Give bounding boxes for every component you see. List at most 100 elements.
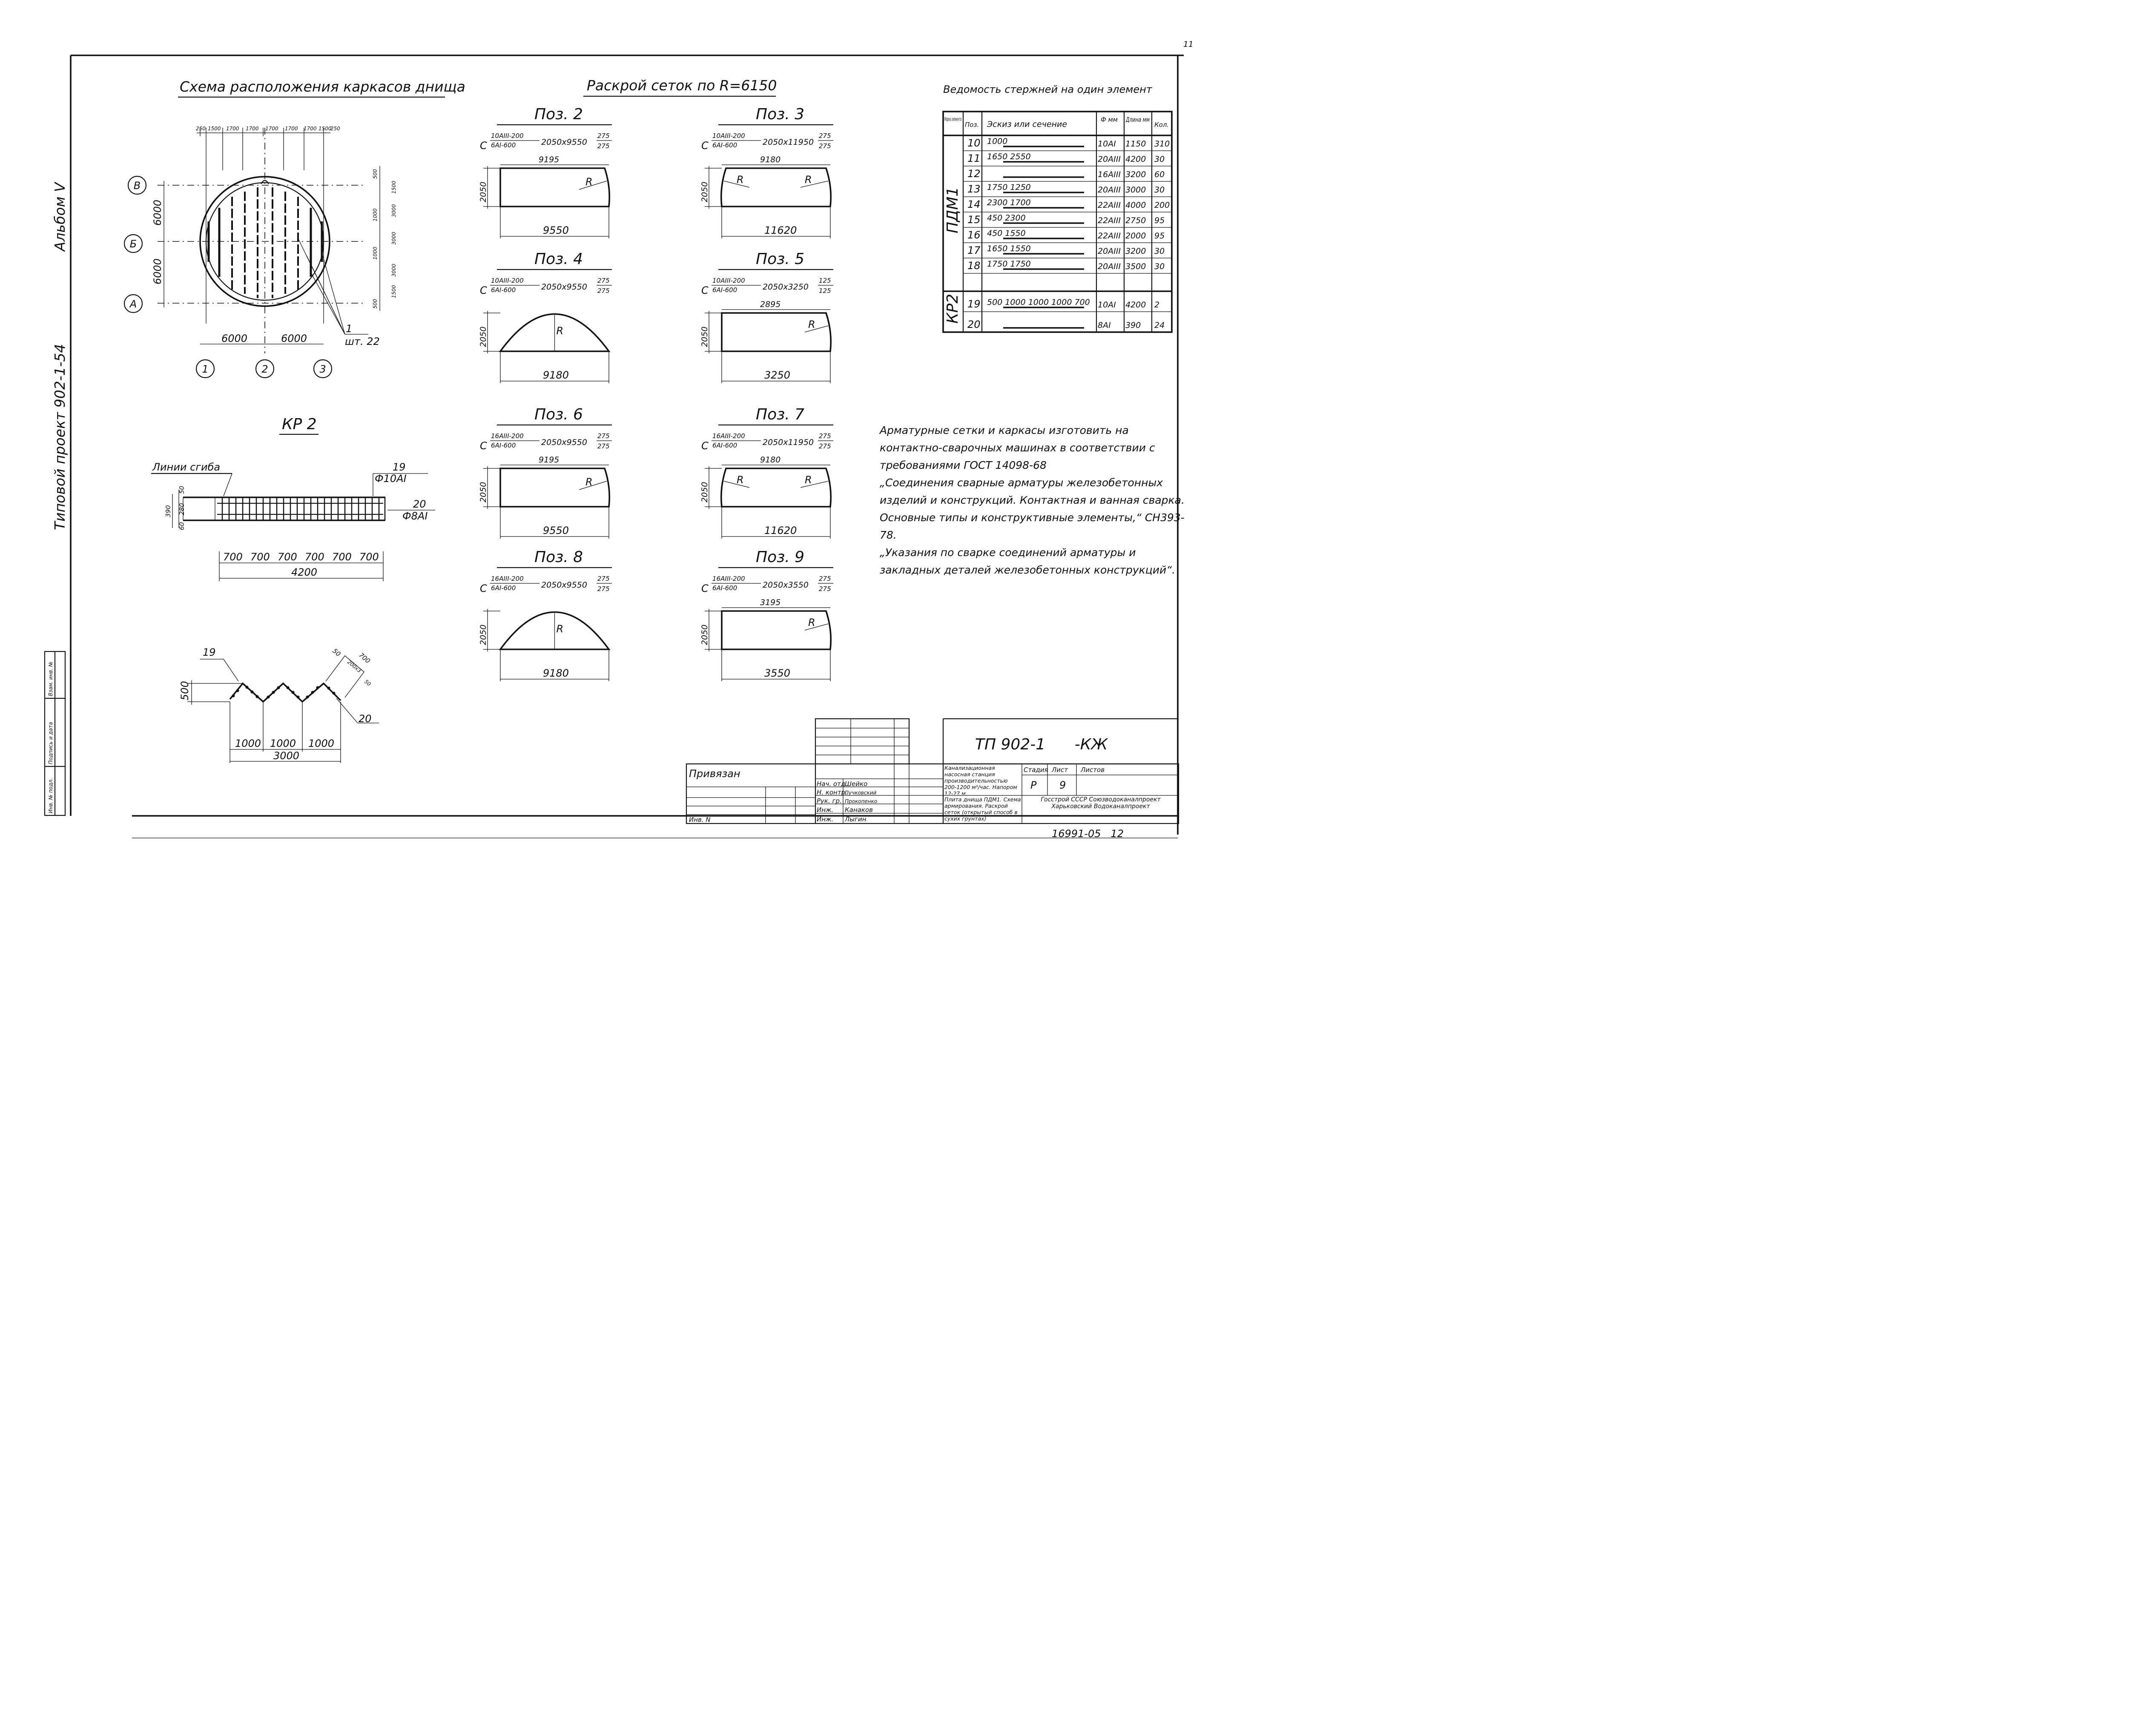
scheme-right-dim: 1000 xyxy=(372,247,378,260)
rebar-cell-pos: 19 xyxy=(967,298,981,310)
scheme-right-dim: 1500 xyxy=(391,181,397,194)
scheme-right-dim: 500 xyxy=(372,299,378,309)
axis-bubble-v xyxy=(127,175,147,195)
rebar-cell-len: 2750 xyxy=(1125,216,1146,225)
side-stamp: Инв. № подл. Подпись и дата Взам. инв. № xyxy=(44,651,66,816)
panel-top-dim: 9195 xyxy=(539,155,559,164)
kp2-title: КР 2 xyxy=(282,416,317,433)
panel-formula-den: 6АI-600 xyxy=(491,442,516,449)
rebar-cell-len: 390 xyxy=(1125,321,1141,330)
panel-height-dim: 2050 xyxy=(700,482,709,502)
panel-shape xyxy=(499,167,610,207)
panel-formula-size: 2050х11950 xyxy=(763,438,814,447)
kp2-pos20-dia: Ф8АI xyxy=(402,510,428,522)
tb-name: Пучковский xyxy=(845,790,877,796)
panel-fraction-num: 275 xyxy=(597,277,610,284)
rebar-group-label: ПДМ1 xyxy=(944,187,961,233)
panel-fraction-den: 275 xyxy=(597,442,610,450)
stamp-replace-label: Взам. инв. № xyxy=(48,662,54,696)
scheme-layout: Схема расположения каркасов днища 250 15… xyxy=(123,78,465,379)
scheme-top-dim: 1700 xyxy=(265,126,278,132)
rebar-cell-pos: 17 xyxy=(967,244,981,256)
panel-fraction-den: 275 xyxy=(597,585,610,593)
axis-number-1: 1 xyxy=(202,363,208,375)
rebar-cell-pos: 12 xyxy=(967,168,981,180)
scheme-top-dim: 250 xyxy=(196,126,206,132)
scheme-callout-qty: шт. 22 xyxy=(345,336,380,347)
tb-inv: Инв. N xyxy=(689,816,711,824)
zigzag-total: 3000 xyxy=(273,750,299,762)
scheme-top-dim: 1700 xyxy=(246,126,259,132)
rebar-cell-len: 3200 xyxy=(1125,170,1146,179)
scheme-ring-inner xyxy=(205,182,324,301)
panel-formula-size: 2050х3250 xyxy=(763,282,809,292)
tb-privyazan: Привязан xyxy=(689,768,740,780)
rebar-cell-qty: 24 xyxy=(1154,321,1165,330)
zigzag-pos19: 19 xyxy=(203,646,216,658)
rebar-cell-qty: 95 xyxy=(1154,216,1165,225)
panel-formula-size: 2050х3550 xyxy=(763,580,809,590)
rebar-cell-pos: 20 xyxy=(967,319,981,330)
rebar-title: Ведомость стержней на один элемент xyxy=(943,83,1153,95)
rebar-cell-pos: 18 xyxy=(967,260,981,272)
rebar-cell-pos: 14 xyxy=(967,198,981,210)
rebar-cell-len: 4200 xyxy=(1125,300,1146,310)
tb-org: Госстрой СССР Союзводоканалпроект Харько… xyxy=(1041,796,1161,810)
tb-sheet-label: Лист xyxy=(1051,766,1068,774)
rebar-cell-len: 1150 xyxy=(1125,139,1146,149)
scheme-bars xyxy=(231,187,299,298)
panel-height-dim: 2050 xyxy=(700,182,709,202)
rebar-header: Длина мм xyxy=(1125,116,1150,123)
rebar-cell-dia: 22АIII xyxy=(1098,216,1121,225)
tb-role: Нач. отд. xyxy=(817,780,847,788)
panel-formula-size: 2050х11950 xyxy=(763,138,814,147)
kp2-span-dim: 700 xyxy=(332,551,352,563)
panel-shape xyxy=(721,610,832,650)
panel-formula-den: 6АI-600 xyxy=(712,141,737,149)
scheme-top-dims: 250 1500 1700 1700 1700 1700 1700 1500 2… xyxy=(196,126,340,136)
rebar-cell-sketch: 450 1550 xyxy=(987,229,1026,238)
panel-formula-prefix: С xyxy=(480,140,487,152)
panel-fraction-den: 275 xyxy=(597,142,610,150)
rebar-cell-qty: 310 xyxy=(1154,139,1170,149)
panel-fraction-num: 275 xyxy=(597,575,610,582)
panel-fraction-num: 125 xyxy=(819,277,831,284)
tb-role: Рук. гр. xyxy=(817,797,842,805)
panel-formula-den: 6АI-600 xyxy=(491,286,516,294)
scheme-top-dim: 250 xyxy=(330,126,340,132)
tb-name: Прокопенко xyxy=(845,798,877,804)
panel-radius-label: R xyxy=(808,319,815,330)
panel-height-dim: 2050 xyxy=(479,327,488,347)
panel-radius-label-2: R xyxy=(805,474,812,486)
drawing-canvas: 11 Альбом V Типовой проект 902-1-54 Инв.… xyxy=(44,40,1194,840)
axis-bubble-1 xyxy=(195,359,215,379)
panel-pos-label: Поз. 3 xyxy=(756,106,804,123)
album-label: Альбом V xyxy=(52,181,68,252)
zigzag-span-dim: 1000 xyxy=(308,737,334,749)
rebar-cell-sketch: 1000 xyxy=(987,137,1007,146)
panel-top-dim: 3195 xyxy=(760,598,780,607)
zigzag-diag-dim: 50 xyxy=(363,679,372,688)
panel-formula-den: 6АI-600 xyxy=(491,584,516,592)
axis-bubble-2 xyxy=(255,359,275,379)
panel-formula-size: 2050х9550 xyxy=(541,282,587,292)
rebar-cell-len: 2000 xyxy=(1125,231,1146,241)
kp2-pos19-dia: Ф10АI xyxy=(375,473,407,485)
tb-role: Инж. xyxy=(817,806,833,814)
tb-name: Лыгин xyxy=(844,815,867,823)
zigzag-diag-dim: 50 xyxy=(331,647,342,658)
axis-letter-a: А xyxy=(129,298,137,310)
panel-formula-num: 10АIII-200 xyxy=(712,277,745,284)
rebar-header: Марка элемента xyxy=(944,116,961,122)
panel-formula-num: 16АIII-200 xyxy=(712,432,745,440)
rebar-header: Эскиз или сечение xyxy=(987,120,1067,129)
scheme-right-dim: 1500 xyxy=(391,285,397,298)
panel-fraction-num: 275 xyxy=(819,432,831,440)
rebar-cell-qty: 30 xyxy=(1154,262,1165,271)
rebar-header: Ф мм xyxy=(1101,116,1118,123)
tb-name: Канаков xyxy=(845,806,873,814)
tb-sheet-desc: Плита днища ПДМ1. Схема армирования. Рас… xyxy=(944,796,1021,822)
